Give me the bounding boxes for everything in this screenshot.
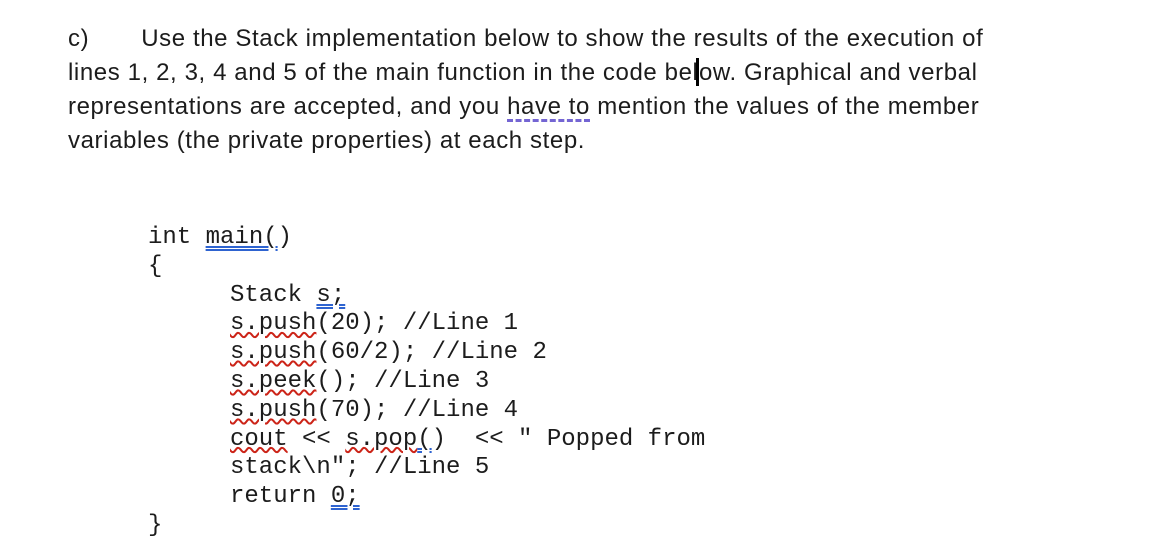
code-line[interactable]: Stack s;: [148, 282, 705, 311]
spellcheck-flagged-text: s.pop: [345, 425, 418, 453]
text-segment: c): [68, 25, 90, 52]
grammar-flagged-text: main(: [205, 224, 278, 251]
code-line[interactable]: s.push(60/2); //Line 2: [148, 339, 705, 368]
text-segment: variables (the private properties) at ea…: [68, 127, 586, 154]
text-segment: {: [148, 252, 163, 280]
text-segment: ) << " Popped from: [431, 425, 706, 453]
question-text-line[interactable]: variables (the private properties) at ea…: [68, 124, 983, 158]
code-line[interactable]: s.push(70); //Line 4: [148, 397, 705, 426]
text-cursor: [696, 58, 699, 86]
code-line[interactable]: s.peek(); //Line 3: [148, 368, 705, 397]
code-line[interactable]: cout << s.pop() << " Popped from: [148, 426, 705, 455]
question-text-line[interactable]: lines 1, 2, 3, 4 and 5 of the main funct…: [68, 56, 983, 90]
code-line[interactable]: s.push(20); //Line 1: [148, 310, 705, 339]
spellcheck-flagged-text: cout: [230, 425, 288, 453]
text-segment: Stack: [230, 281, 317, 309]
text-segment: }: [148, 511, 163, 539]
style-suggestion-flagged-text: have to: [507, 93, 591, 120]
code-line[interactable]: stack\n"; //Line 5: [148, 454, 705, 483]
text-segment: <<: [287, 425, 346, 453]
text-segment: (70); //Line 4: [316, 396, 519, 424]
code-line[interactable]: return 0;: [148, 483, 705, 512]
text-segment: Use the Stack implementation below to sh…: [141, 25, 984, 52]
text-segment: (60/2); //Line 2: [316, 339, 547, 367]
question-text-line[interactable]: c) Use the Stack implementation below to …: [68, 22, 983, 56]
spellcheck-flagged-text: s.push: [230, 339, 317, 367]
text-segment: (20); //Line 1: [316, 310, 519, 338]
text-segment: int: [148, 224, 206, 251]
text-segment: (); //Line 3: [316, 367, 490, 395]
text-segment: lines 1, 2, 3, 4 and 5 of the main funct…: [68, 59, 699, 86]
code-line[interactable]: }: [148, 512, 705, 541]
grammar-flagged-text: 0;: [330, 483, 360, 511]
grammar-flagged-text: (: [417, 425, 432, 453]
text-segment: mention the values of the member: [590, 93, 980, 120]
text-segment: ): [277, 224, 293, 251]
question-paragraph[interactable]: c) Use the Stack implementation below to …: [68, 22, 983, 158]
spellcheck-flagged-text: s.push: [230, 396, 317, 424]
code-line[interactable]: {: [148, 253, 705, 282]
text-segment: ow. Graphical and verbal: [698, 59, 978, 86]
grammar-flagged-text: s;: [316, 281, 346, 309]
text-segment: representations are accepted, and you: [68, 93, 508, 120]
code-line[interactable]: int main(): [148, 224, 705, 253]
spellcheck-flagged-text: s.push: [230, 310, 317, 338]
spellcheck-flagged-text: s.peek: [230, 367, 317, 395]
text-segment: stack\n"; //Line 5: [230, 454, 490, 482]
question-text-line[interactable]: representations are accepted, and you ha…: [68, 90, 983, 124]
text-segment: return: [230, 483, 331, 511]
